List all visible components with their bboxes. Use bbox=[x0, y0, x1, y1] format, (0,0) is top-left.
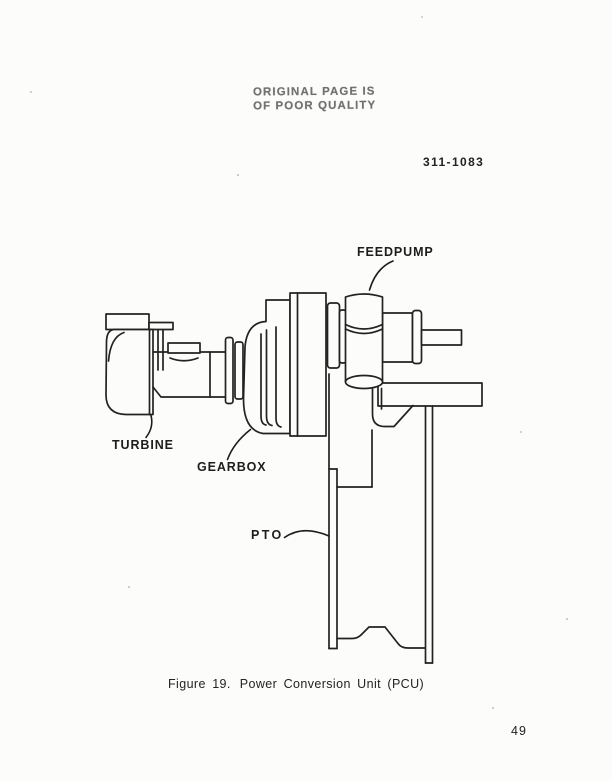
scan-speck bbox=[128, 586, 130, 588]
gearbox-label: GEARBOX bbox=[197, 460, 267, 474]
frame-bottom-connector bbox=[336, 626, 426, 649]
leader-lines bbox=[145, 260, 394, 539]
turbine-drawing bbox=[105, 313, 174, 416]
scan-speck bbox=[237, 174, 239, 176]
turbine-shaft-drawing bbox=[152, 336, 244, 405]
gearbox-drawing bbox=[242, 292, 327, 437]
turbine-leader-line bbox=[145, 414, 153, 439]
feedpump-label: FEEDPUMP bbox=[357, 245, 434, 259]
turbine-label: TURBINE bbox=[112, 438, 174, 452]
figure-caption-title: Power Conversion Unit (PCU) bbox=[239, 677, 425, 691]
scan-speck bbox=[30, 91, 32, 93]
gearbox-leader-line bbox=[226, 428, 252, 461]
figure-caption-ref: Figure 19. bbox=[168, 677, 231, 691]
feedpump-leader-line bbox=[368, 260, 394, 291]
scan-speck bbox=[520, 431, 522, 433]
scan-speck bbox=[492, 707, 494, 709]
pto-frame-drawing bbox=[328, 373, 483, 664]
page-number: 49 bbox=[511, 724, 527, 738]
figure-caption: Figure 19. Power Conversion Unit (PCU) bbox=[168, 677, 424, 691]
pto-leader-line bbox=[283, 529, 330, 539]
feedpump-shaft-drawing bbox=[381, 309, 463, 365]
pto-label: PTO bbox=[251, 528, 284, 542]
document-number: 311-1083 bbox=[423, 155, 485, 169]
scan-speck bbox=[421, 16, 423, 18]
feedpump-leg bbox=[371, 387, 414, 428]
scan-speck bbox=[566, 618, 568, 620]
coupling-rings-drawing bbox=[326, 302, 347, 369]
feedpump-drawing bbox=[344, 293, 414, 428]
